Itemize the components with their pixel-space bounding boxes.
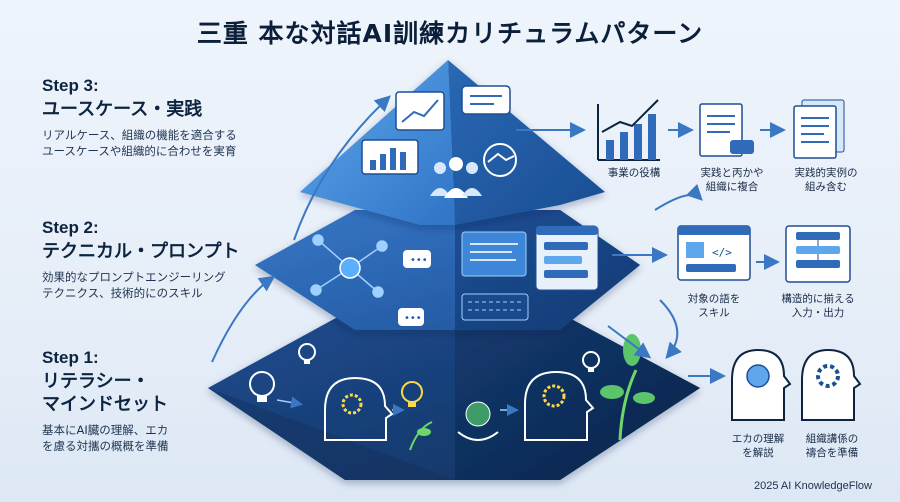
step-2-name: テクニカル・プロンプト <box>42 241 240 262</box>
svg-text:</>: </> <box>712 246 732 259</box>
caption-line: 対象の語を <box>687 293 741 305</box>
plant-icon <box>600 334 655 441</box>
code-window-icon: </> <box>677 225 751 281</box>
step-1-desc-line: を慮る対攜の概概を準備 <box>42 439 169 453</box>
step-2-desc-line: テクニクス、技術的にのスキル <box>42 286 203 300</box>
pyramid-tier-bottom <box>208 313 700 480</box>
lightbulb-icon <box>249 371 275 402</box>
caption-line: 組織講係の <box>805 433 859 445</box>
svg-text:•••: ••• <box>410 255 428 266</box>
step-1-block: Step 1: リテラシー・ マインドセット 基本にAI臓の理解、エカ を慮る対… <box>42 348 272 454</box>
page-title: 三重 本な対話AI訓練カリチュラムパターン <box>196 19 704 48</box>
lightbulb-icon <box>401 381 423 407</box>
chat-bubble-icon <box>461 85 511 115</box>
svg-text:•••: ••• <box>404 313 422 324</box>
chat-bubble-icon: ••• <box>398 308 424 326</box>
step-3-name: ユースケース・実践 <box>42 99 203 120</box>
caption-line: 事業の役構 <box>607 167 661 179</box>
caption-line: 禱合を準備 <box>805 447 859 459</box>
step-1-desc-line: 基本にAI臓の理解、エカ <box>42 423 169 437</box>
step-3-desc-line: リアルケース、組織の機能を適合する <box>42 128 237 142</box>
caption-line: を解説 <box>742 447 774 459</box>
head-gear-icon <box>324 376 394 441</box>
plant-icon <box>409 421 433 451</box>
keyboard-icon <box>461 293 529 321</box>
caption-structured-io: 構造的に揃える 入力・出力 <box>770 292 866 320</box>
flow-arrows <box>276 396 519 416</box>
lightbulb-icon <box>582 351 600 372</box>
caption-organization-prep: 組織講係の 禱合を準備 <box>792 432 872 460</box>
chat-bubble-icon: ••• <box>403 250 431 268</box>
step-2-block: Step 2: テクニカル・プロンプト 効果的なプロンプトエンジーリング テクニ… <box>42 218 272 301</box>
caption-line: 組織に複合 <box>705 181 759 193</box>
handshake-icon <box>483 143 517 177</box>
pyramid-tier-top <box>300 60 605 225</box>
step-3-description: リアルケース、組織の機能を適合する ユースケースや組織的に合わせを実育 <box>42 127 272 159</box>
caption-line: 実践と丙かや <box>700 167 764 179</box>
right-connectors <box>516 122 786 384</box>
line-chart-icon <box>395 91 445 131</box>
caption-line: 組み含む <box>805 181 847 193</box>
step-1-description: 基本にAI臓の理解、エカ を慮る対攜の概概を準備 <box>42 422 272 454</box>
lightbulb-icon <box>298 343 316 364</box>
caption-business-role: 事業の役構 <box>596 166 672 180</box>
step-1-number: Step 1: <box>42 348 99 367</box>
bar-chart-icon <box>361 139 419 175</box>
flowchart-icon <box>785 225 851 283</box>
caption-line: エカの理解 <box>731 433 785 445</box>
caption-target-skill: 対象の語を スキル <box>672 292 756 320</box>
caption-line: 入力・出力 <box>791 307 845 319</box>
growth-chart-icon <box>597 99 660 161</box>
brain-head-icon <box>731 348 792 421</box>
step-3-desc-line: ユースケースや組織的に合わせを実育 <box>42 144 237 158</box>
step-arrows <box>211 95 391 363</box>
caption-practice-integration: 実践と丙かや 組織に複合 <box>690 166 774 194</box>
step-3-number: Step 3: <box>42 76 99 95</box>
code-window-icon <box>535 225 599 291</box>
document-stack-icon <box>793 99 845 159</box>
caption-understanding: エカの理解 を解説 <box>718 432 798 460</box>
step-1-name-line: マインドセット <box>42 394 168 415</box>
brain-head-icon <box>524 370 595 441</box>
step-2-description: 効果的なプロンプトエンジーリング テクニクス、技術的にのスキル <box>42 269 272 301</box>
people-icon <box>430 157 482 198</box>
caption-practical-examples: 実践的実例の 組み含む <box>784 166 868 194</box>
head-gear-icon <box>801 348 862 421</box>
step-1-name-line: リテラシー・ <box>42 371 150 392</box>
document-icon <box>461 231 527 277</box>
step-3-block: Step 3: ユースケース・実践 リアルケース、組織の機能を適合する ユースケ… <box>42 76 272 159</box>
step-2-desc-line: 効果的なプロンプトエンジーリング <box>42 270 226 284</box>
document-icon <box>699 103 754 157</box>
footer-credit: 2025 AI KnowledgeFlow <box>753 480 872 492</box>
caption-line: 実践的実例の <box>794 167 858 179</box>
step-2-number: Step 2: <box>42 218 99 237</box>
step-1-name: リテラシー・ マインドセット <box>42 370 272 416</box>
network-icon <box>310 234 388 298</box>
caption-line: 構造的に揃える <box>781 293 855 305</box>
globe-hands-icon <box>457 401 499 441</box>
caption-line: スキル <box>698 307 730 319</box>
